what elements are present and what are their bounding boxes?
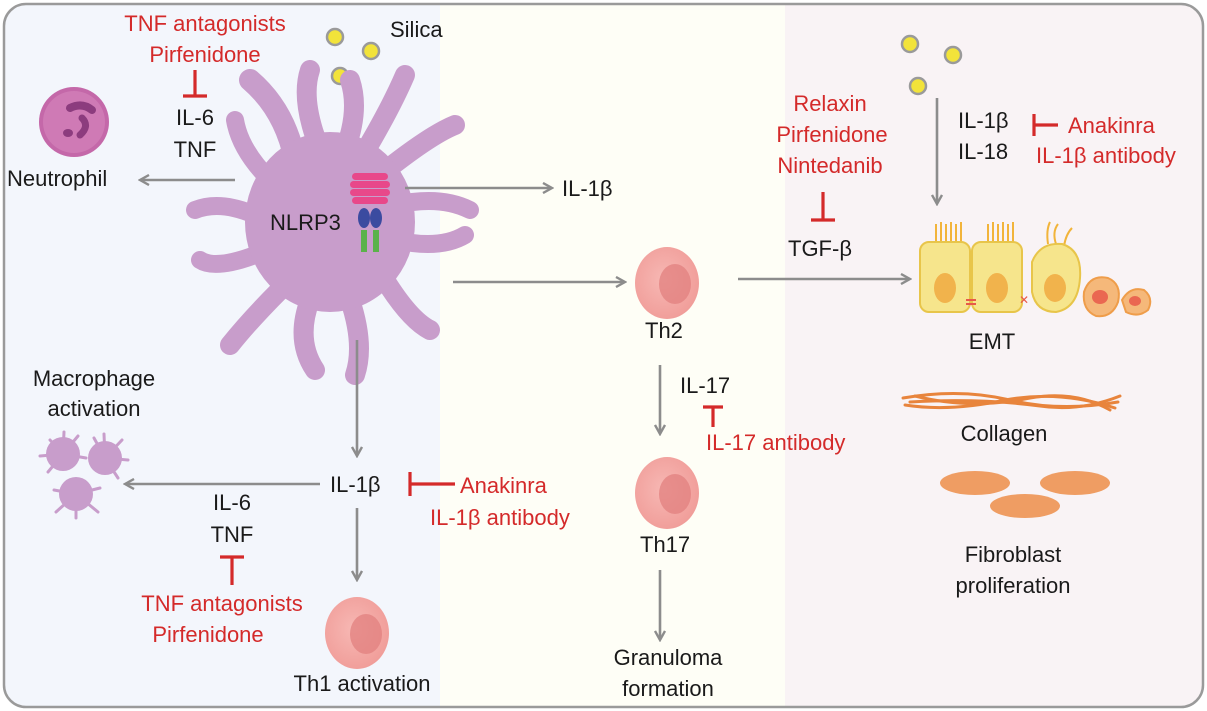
emt-epithelial-cells-icon: ✕ <box>919 221 1152 318</box>
labels: Silica TNF antagonists Pirfenidone IL-6 … <box>7 11 1176 701</box>
right-drug-1: Anakinra <box>1068 113 1156 138</box>
silica-label: Silica <box>390 17 443 42</box>
neutrophil-label: Neutrophil <box>7 166 107 191</box>
nlrp3-label: NLRP3 <box>270 210 341 235</box>
bottom-cytokine-1: IL-6 <box>213 490 251 515</box>
tgf-drug-3: Nintedanib <box>777 153 882 178</box>
center-drug-2: IL-1β antibody <box>430 505 570 530</box>
th17-cell <box>635 457 699 529</box>
bottom-drug-1: TNF antagonists <box>141 591 302 616</box>
silica-particles-left <box>325 27 381 86</box>
arrows <box>125 98 937 640</box>
tgf-drug-2: Pirfenidone <box>776 122 887 147</box>
inhibit-top-left <box>183 70 207 98</box>
silica-particles-right <box>900 34 963 96</box>
th2-cell <box>635 247 699 319</box>
il17-label: IL-17 <box>680 373 730 398</box>
right-panel-bg <box>785 4 1203 707</box>
fibroblast-cells-icon <box>940 471 1110 518</box>
th1-cell <box>325 597 389 669</box>
inhibit-il17 <box>703 405 723 427</box>
nlrp3-inflammasome-icon <box>350 173 390 252</box>
fibroblast-label-1: Fibroblast <box>965 542 1062 567</box>
right-cytokine-2: IL-18 <box>958 139 1008 164</box>
inhibit-il1b-right <box>1032 114 1058 136</box>
top-drug-1: TNF antagonists <box>124 11 285 36</box>
top-drug-2: Pirfenidone <box>149 42 260 67</box>
collagen-label: Collagen <box>961 421 1048 446</box>
top-cytokine-1: IL-6 <box>176 105 214 130</box>
il17-antibody-label: IL-17 antibody <box>706 430 845 455</box>
granuloma-label-2: formation <box>622 676 714 701</box>
granuloma-label-1: Granuloma <box>614 645 724 670</box>
tgfb-label: TGF-β <box>788 236 852 261</box>
th17-label: Th17 <box>640 532 690 557</box>
center-drug-1: Anakinra <box>460 473 548 498</box>
macrophage-activation-label-2: activation <box>48 396 141 421</box>
middle-panel-bg <box>440 4 785 707</box>
th2-label: Th2 <box>645 318 683 343</box>
fibroblast-label-2: proliferation <box>956 573 1071 598</box>
inhibit-bottom-left <box>220 555 244 585</box>
neutrophil-cell <box>39 87 109 157</box>
svg-text:✕: ✕ <box>1019 293 1029 307</box>
il1b-right-label: IL-1β <box>562 176 613 201</box>
bottom-cytokine-2: TNF <box>211 522 254 547</box>
tgf-drug-1: Relaxin <box>793 91 866 116</box>
activated-macrophages-icon <box>38 430 130 520</box>
bottom-drug-2: Pirfenidone <box>152 622 263 647</box>
th1-activation-label: Th1 activation <box>294 671 431 696</box>
macrophage-activation-label-1: Macrophage <box>33 366 155 391</box>
inhibit-tgfb <box>811 192 835 222</box>
top-cytokine-2: TNF <box>174 137 217 162</box>
collagen-fibers-icon <box>901 391 1122 412</box>
right-cytokine-1: IL-1β <box>958 108 1009 133</box>
emt-label: EMT <box>969 329 1015 354</box>
right-drug-2: IL-1β antibody <box>1036 143 1176 168</box>
inhibitors <box>183 70 1058 585</box>
inhibit-il1b-center <box>408 472 455 496</box>
il1b-center-label: IL-1β <box>330 472 381 497</box>
